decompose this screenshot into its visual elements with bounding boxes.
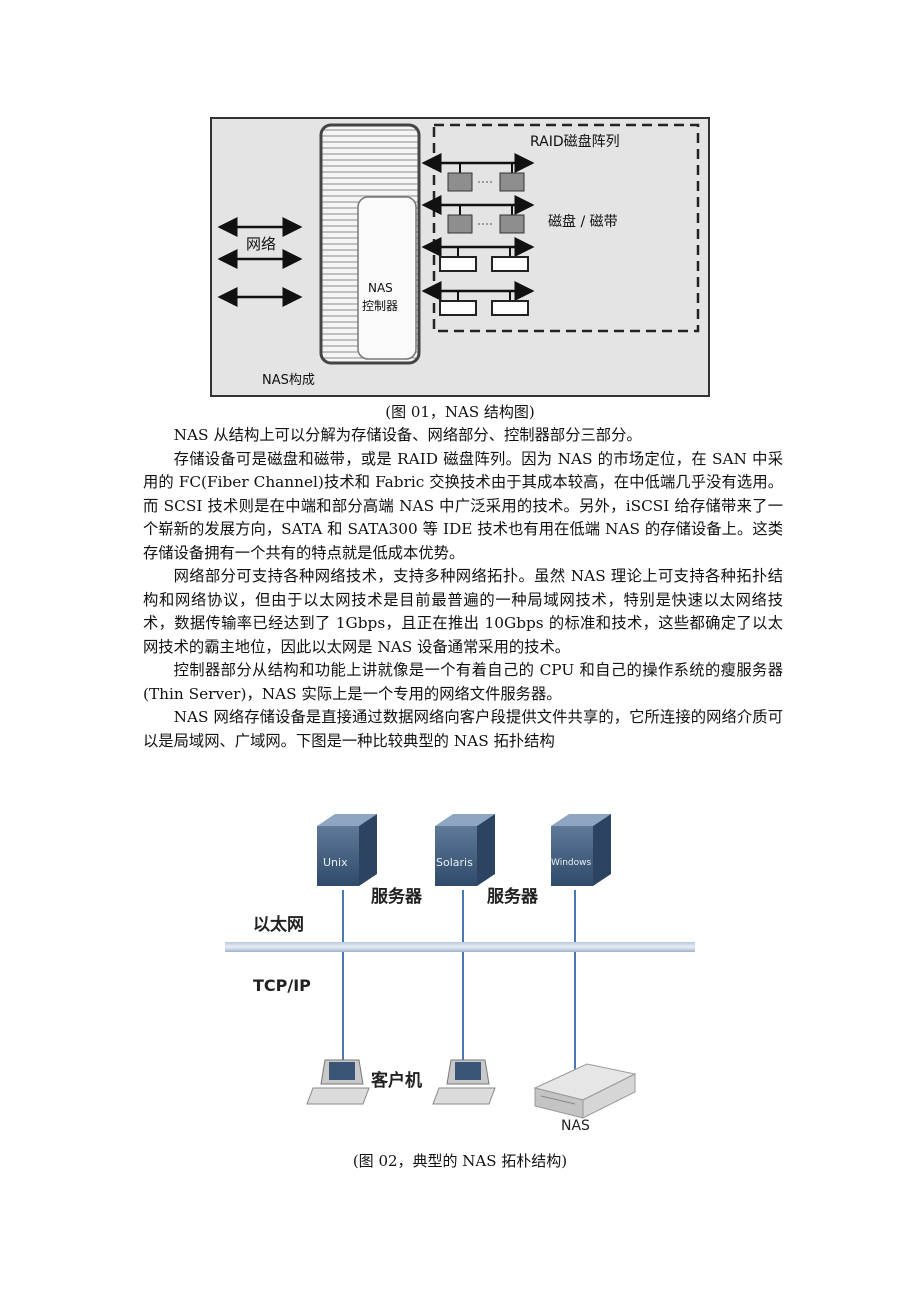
nas-composition-label: NAS构成 [262,373,315,388]
server-unix-icon [317,814,377,886]
tape-row-2 [439,291,529,316]
raid-dashed-box [432,123,700,333]
raid-label: RAID磁盘阵列 [530,134,620,150]
paragraph: NAS 网络存储设备是直接通过数据网络向客户段提供文件共享的，它所连接的网络介质… [143,708,783,750]
figure1-caption: (图 01，NAS 结构图) [385,403,535,421]
server-label-a: 服务器 [371,887,422,907]
paragraph: NAS 从结构上可以分解为存储设备、网络部分、控制器部分三部分。 [173,426,642,444]
nas-topology-diagram [225,814,695,1150]
nas-controller-box [357,196,417,360]
server-unix-label: Unix [323,856,348,869]
nas-label: NAS [368,281,393,295]
paragraph: 网络部分可支持各种网络技术，支持多种网络拓扑。虽然 NAS 理论上可支持各种拓扑… [143,567,783,656]
disk-row-1 [447,163,525,192]
nas-structure-figure: RAID磁盘阵列 磁盘 / 磁带 网络 NAS 控制器 NAS构成 [210,117,710,397]
network-label: 网络 [246,235,277,253]
client-label: 客户机 [371,1071,422,1091]
ethernet-label: 以太网 [253,915,304,935]
tcpip-label: TCP/IP [253,976,311,995]
nas-device-icon [533,1063,637,1119]
article-body: NAS 从结构上可以分解为存储设备、网络部分、控制器部分三部分。 存储设备可是磁… [143,424,783,753]
client-computer-icon [306,1059,370,1105]
figure2-caption: (图 02，典型的 NAS 拓朴结构) [352,1152,568,1170]
disk-tape-label: 磁盘 / 磁带 [548,214,618,230]
disk-row-2 [447,205,525,234]
server-solaris-icon [435,814,495,886]
paragraph: 控制器部分从结构和功能上讲就像是一个有着自己的 CPU 和自己的操作系统的瘦服务… [143,661,783,703]
ethernet-bus [225,942,695,952]
controller-label: 控制器 [362,299,399,313]
server-windows-label: Windows [551,858,592,868]
server-solaris-label: Solaris [436,856,473,869]
paragraph: 存储设备可是磁盘和磁带，或是 RAID 磁盘阵列。因为 NAS 的市场定位，在 … [143,449,783,562]
tape-row-1 [439,247,529,272]
nas-device-label: NAS [561,1118,590,1134]
nas-structure-diagram [217,123,700,365]
server-label-b: 服务器 [487,887,538,907]
nas-topology-figure: Unix Solaris Windows 服务器 服务器 以太网 TCP/IP … [225,812,695,1150]
server-windows-icon [551,814,611,886]
client-computer-icon [432,1059,496,1105]
